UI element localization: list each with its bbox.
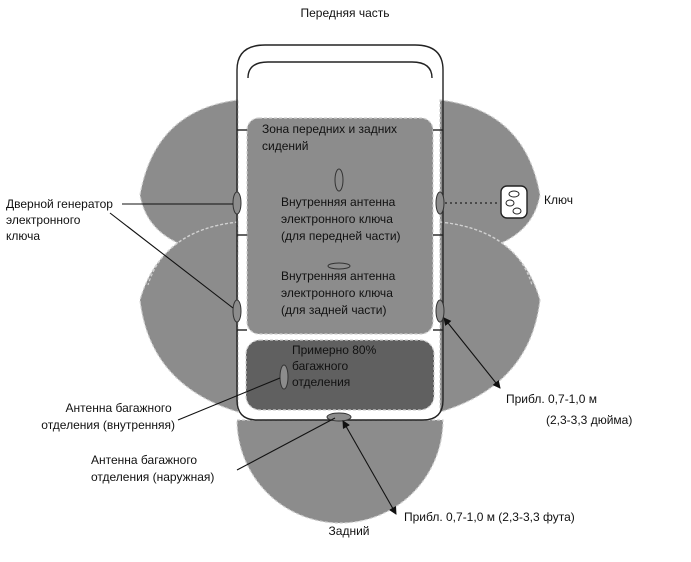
vehicle-outline bbox=[236, 44, 444, 421]
labels: Передняя часть Задний Зона передних и за… bbox=[6, 6, 632, 538]
door-generator-label: Дверной генератор электронного ключа bbox=[6, 197, 116, 243]
left-front-zone bbox=[139, 99, 239, 256]
side-range-inch-label: (2,3-3,3 дюйма) bbox=[546, 413, 632, 427]
windshield-line bbox=[247, 61, 433, 79]
seat-zone-label: Зона передних и задних сидений bbox=[262, 122, 400, 153]
side-range-arrow bbox=[443, 317, 501, 389]
interior-rear-antenna bbox=[327, 262, 351, 270]
rear-range-arrow bbox=[342, 420, 397, 515]
left-rear-door-antenna bbox=[232, 299, 242, 323]
vehicle-body bbox=[236, 44, 444, 421]
trunk-interior-antenna-label: Антенна багажного отделения (внутренняя) bbox=[41, 401, 175, 432]
rear-label: Задний bbox=[329, 524, 370, 538]
trunk-int-leader bbox=[177, 377, 281, 421]
rear-exterior-zone bbox=[236, 419, 444, 524]
key-label: Ключ bbox=[544, 193, 573, 207]
front-label: Передняя часть bbox=[300, 6, 389, 20]
key-fob-icon bbox=[500, 185, 528, 219]
trunk-exterior-antenna-label: Антенна багажного отделения (наружная) bbox=[91, 453, 214, 484]
door-gen-leader-rear bbox=[109, 212, 234, 309]
side-range-label: Прибл. 0,7-1,0 м bbox=[506, 392, 597, 406]
right-front-door-antenna bbox=[435, 191, 445, 215]
trunk-ext-leader bbox=[236, 417, 336, 471]
right-rear-door-antenna bbox=[435, 299, 445, 323]
trunk-interior-antenna bbox=[279, 364, 289, 390]
right-overlap-outline bbox=[439, 221, 533, 286]
cabin-zone bbox=[246, 117, 434, 335]
left-overlap-outline bbox=[147, 221, 239, 286]
trunk-zone-label: Примерно 80% багажного отделения bbox=[292, 343, 380, 389]
interior-front-antenna bbox=[334, 168, 344, 192]
leader-lines bbox=[109, 203, 501, 515]
interior-rear-antenna-label: Внутренняя антенна электронного ключа (д… bbox=[281, 269, 399, 317]
trunk-zone bbox=[245, 339, 435, 411]
rear-range-label: Прибл. 0,7-1,0 м (2,3-3,3 фута) bbox=[404, 510, 575, 524]
right-rear-zone bbox=[439, 221, 541, 413]
left-rear-zone bbox=[139, 221, 239, 413]
left-front-door-antenna bbox=[232, 191, 242, 215]
interior-front-antenna-label: Внутренняя антенна электронного ключа (д… bbox=[281, 195, 401, 243]
